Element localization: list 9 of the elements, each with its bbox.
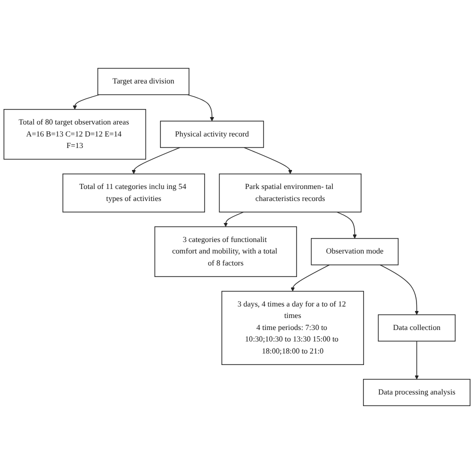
arrow: [72, 94, 100, 110]
arrow: [290, 264, 330, 292]
arrow: [187, 94, 214, 122]
arrow: [244, 147, 292, 174]
arrow: [414, 340, 419, 380]
arrow: [132, 147, 180, 174]
arrow: [224, 212, 244, 227]
arrow: [380, 264, 419, 315]
arrow: [336, 212, 357, 239]
